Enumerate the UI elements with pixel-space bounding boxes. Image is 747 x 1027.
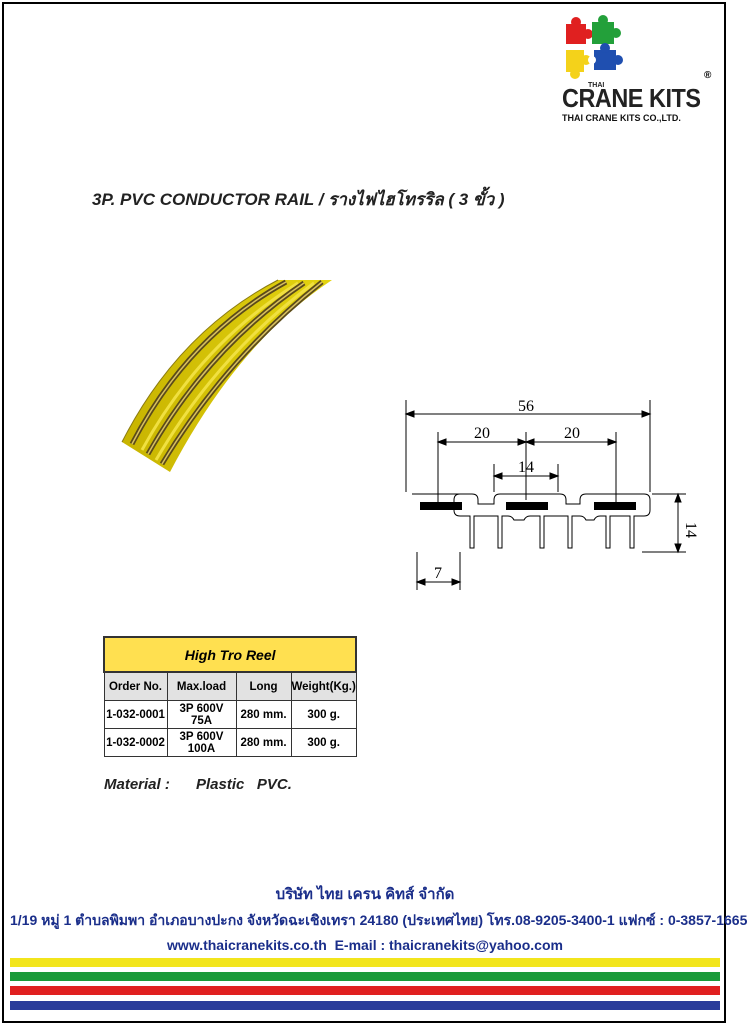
stripe-red [10, 986, 720, 995]
cell-order-no: 1-032-0001 [103, 700, 168, 729]
conductor-rail-image [121, 279, 332, 472]
registered-mark: ® [704, 70, 712, 81]
col-weight: Weight(Kg.) [290, 671, 357, 701]
table-heading: High Tro Reel [102, 636, 358, 673]
dim-14-side-label: 14 [682, 522, 699, 538]
table-row: 1-032-0002 3P 600V 100A 280 mm. 300 g. [103, 728, 357, 757]
cell-order-no: 1-032-0002 [103, 728, 168, 757]
col-long: Long [235, 671, 292, 701]
cross-section-drawing: 56 20 20 14 14 7 [404, 398, 699, 590]
col-order-no: Order No. [103, 671, 168, 701]
table-row: 1-032-0001 3P 600V 75A 280 mm. 300 g. [103, 700, 357, 729]
material-value: Plastic PVC. [196, 776, 292, 793]
material-label: Material : [104, 776, 170, 793]
table-header-row: Order No. Max.load Long Weight(Kg.) [103, 671, 357, 701]
cell-long: 280 mm. [235, 728, 292, 757]
cell-weight: 300 g. [290, 700, 357, 729]
logo-thai-label: THAI [588, 82, 605, 89]
page-border [2, 2, 726, 1023]
stripe-yellow [10, 958, 720, 967]
cell-max-load: 3P 600V 100A [166, 728, 237, 757]
spec-table: High Tro Reel Order No. Max.load Long We… [102, 636, 358, 757]
footer-address: 1/19 หมู่ 1 ตำบลพิมพา อำเภอบางปะกง จังหว… [10, 912, 747, 928]
dim-7-label: 7 [434, 565, 442, 582]
cell-weight: 300 g. [290, 728, 357, 757]
cell-long: 280 mm. [235, 700, 292, 729]
col-max-load: Max.load [166, 671, 237, 701]
material-line: Material : Plastic PVC. [104, 776, 292, 793]
stripe-green [10, 972, 720, 981]
dim-20a-label: 20 [474, 425, 490, 442]
table-heading-row: High Tro Reel [102, 636, 358, 673]
logo-brand-name: CRANE KITS [562, 83, 701, 113]
company-logo: THAI ® CRANE KITS THAI CRANE KITS CO.,LT… [558, 14, 718, 126]
cell-max-load: 3P 600V 75A [166, 700, 237, 729]
stripe-blue [10, 1001, 720, 1010]
footer-web-email: www.thaicranekits.co.th E-mail : thaicra… [167, 937, 563, 953]
footer-company-name: บริษัท ไทย เครน คิทส์ จำกัด [275, 886, 455, 903]
logo-company-name: THAI CRANE KITS CO.,LTD. [562, 113, 681, 123]
puzzle-logo-icon [566, 15, 623, 79]
dim-14-top-label: 14 [518, 459, 534, 476]
dim-20b-label: 20 [564, 425, 580, 442]
dim-56-label: 56 [518, 398, 534, 415]
page-title: 3P. PVC CONDUCTOR RAIL / รางไฟไฮโทรริล (… [92, 190, 505, 209]
